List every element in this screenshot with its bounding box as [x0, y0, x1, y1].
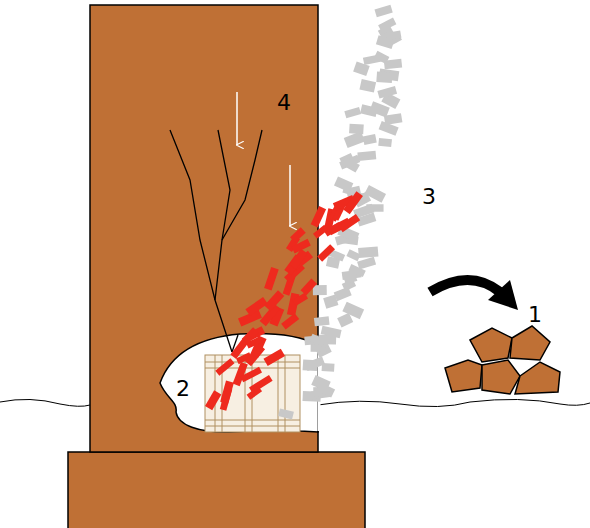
smoke-block [303, 360, 318, 372]
smoke-block [374, 51, 389, 64]
flame-tongue [220, 381, 234, 404]
smoke-block [359, 79, 376, 92]
flame-tongue [264, 290, 284, 311]
smoke-block [375, 5, 393, 17]
flame-tongue [313, 225, 328, 239]
smoke-block [378, 138, 392, 147]
smoke-block [313, 285, 327, 295]
smoke-block [311, 375, 331, 392]
smoke-block [343, 158, 359, 173]
callout-number: 3 [422, 186, 436, 208]
cavity [160, 334, 318, 432]
flame-tongue [291, 239, 310, 254]
smoke-block [342, 302, 364, 320]
flame-tongue [317, 244, 335, 261]
smoke-block [376, 35, 394, 49]
smoke-block [278, 408, 294, 419]
flame-tongue [281, 313, 299, 329]
callout-number: 2 [176, 378, 190, 400]
smoke-block [321, 326, 342, 339]
smoke-block [378, 18, 396, 32]
smoke-block [357, 151, 376, 161]
flame-tongue [249, 375, 273, 393]
flame-tongue [245, 297, 267, 316]
flame-tongue [264, 267, 279, 290]
smoke-block [376, 72, 392, 83]
flame-tongue [290, 227, 306, 242]
smoke-block [357, 257, 376, 270]
smoke-block [314, 316, 330, 326]
smoke-block [377, 86, 397, 98]
settlement-arrow [237, 92, 290, 226]
flame-tongue [343, 191, 363, 214]
smoke-block [349, 124, 364, 134]
crack [170, 130, 262, 352]
timber-cribbing [205, 355, 300, 432]
flame-tongue [338, 214, 360, 232]
flame-tongue [263, 349, 285, 366]
flame-tongue [215, 358, 234, 375]
flame-tongue [311, 206, 326, 227]
smoke-block [364, 185, 386, 203]
smoke-block [363, 134, 377, 145]
flame-tongue [242, 327, 259, 344]
callout-number: 1 [528, 304, 542, 326]
smoke-block [334, 176, 353, 192]
flame-tongue [301, 278, 318, 295]
flame-tongue [205, 390, 221, 410]
fire-and-smoke [205, 5, 402, 420]
smoke-block [358, 246, 378, 258]
smoke-block [342, 271, 357, 285]
callout-number: 4 [277, 92, 291, 114]
pillar [90, 5, 318, 452]
rubble [445, 326, 560, 394]
flame-tongue [240, 367, 262, 383]
displacement-arrow [430, 280, 518, 310]
flame-tongue [289, 249, 307, 270]
foundation [68, 452, 365, 528]
smoke-block [344, 107, 361, 118]
smoke-block [322, 363, 335, 372]
